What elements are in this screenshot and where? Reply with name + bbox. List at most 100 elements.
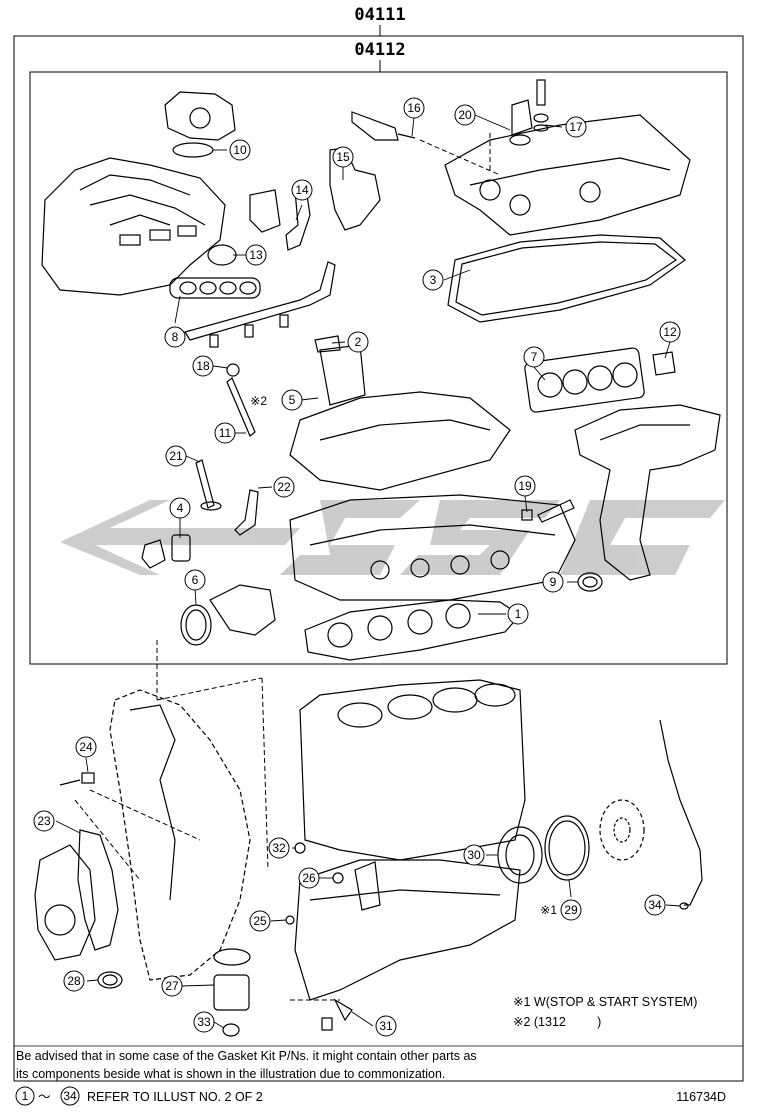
callout-number: 13 (249, 248, 263, 262)
callout-circle (523, 346, 545, 368)
callout-number: 8 (172, 330, 179, 344)
callout-34: 34 (644, 894, 666, 916)
callout-circle (193, 1011, 215, 1033)
callout-number: 24 (79, 740, 93, 754)
callout-circle (332, 146, 354, 168)
callout-number: 9 (550, 575, 557, 589)
callout-2: 2 (347, 331, 369, 353)
callout-number: 15 (336, 150, 350, 164)
marker-note1: ※1 (540, 903, 557, 917)
callout-3: 3 (422, 269, 444, 291)
callout-circle (245, 244, 267, 266)
range-separator: 〜 (38, 1090, 51, 1104)
callout-circle (63, 970, 85, 992)
callout-number: 19 (518, 479, 532, 493)
callout-circle (347, 331, 369, 353)
legend-note-2: ※2 (1312 ) (513, 1015, 601, 1029)
callout-circle (169, 497, 191, 519)
callout-number: 18 (196, 359, 210, 373)
callout-circle (281, 389, 303, 411)
callout-12: 12 (659, 321, 681, 343)
legend-note-1: ※1 W(STOP & START SYSTEM) (513, 995, 697, 1009)
callout-number: 5 (289, 393, 296, 407)
callout-5: 5 (281, 389, 303, 411)
kit-code-inner: 04112 (354, 40, 405, 60)
callout-number: 27 (165, 979, 179, 993)
callout-circle (268, 837, 290, 859)
callout-circle (249, 910, 271, 932)
callout-circle (75, 736, 97, 758)
callout-number: 31 (379, 1019, 393, 1033)
callout-circle (463, 844, 485, 866)
callout-number: 20 (458, 108, 472, 122)
callout-30: 30 (463, 844, 485, 866)
callout-17: 17 (565, 116, 587, 138)
callout-21: 21 (165, 445, 187, 467)
callout-number: 7 (531, 350, 538, 364)
callout-31: 31 (375, 1015, 397, 1037)
callout-20: 20 (454, 104, 476, 126)
callout-1: 1 (507, 603, 529, 625)
callout-circle (192, 355, 214, 377)
callout-6: 6 (184, 569, 206, 591)
leader-lines (55, 114, 681, 1029)
callout-16: 16 (403, 97, 425, 119)
callout-7: 7 (523, 346, 545, 368)
callout-number: 14 (295, 183, 309, 197)
callout-circle (565, 116, 587, 138)
callout-number: 23 (37, 814, 51, 828)
callout-number: 26 (302, 871, 316, 885)
callout-number: 3 (430, 273, 437, 287)
callout-32: 32 (268, 837, 290, 859)
callout-circle (542, 571, 564, 593)
callout-24: 24 (75, 736, 97, 758)
callout-19: 19 (514, 475, 536, 497)
callout-13: 13 (245, 244, 267, 266)
callout-27: 27 (161, 975, 183, 997)
callout-10: 10 (229, 139, 251, 161)
callout-circle (164, 326, 186, 348)
callout-29: 29 (560, 899, 582, 921)
callout-layer: 1234567891011121314151617181920212223242… (33, 97, 681, 1037)
callout-circle (161, 975, 183, 997)
callout-circle (514, 475, 536, 497)
callout-number: 4 (177, 501, 184, 515)
callout-circle (214, 422, 236, 444)
refer-text: REFER TO ILLUST NO. 2 OF 2 (87, 1090, 263, 1104)
range-start-number: 1 (22, 1089, 29, 1103)
callout-number: 6 (192, 573, 199, 587)
advisory-line-2: its components beside what is shown in t… (16, 1067, 445, 1081)
callout-circle (229, 139, 251, 161)
callout-number: 12 (663, 325, 677, 339)
callout-4: 4 (169, 497, 191, 519)
callout-23: 23 (33, 810, 55, 832)
callout-18: 18 (192, 355, 214, 377)
callout-number: 21 (169, 449, 183, 463)
callout-number: 29 (564, 903, 578, 917)
kit-code-outer: 04111 (354, 5, 405, 25)
callout-number: 1 (515, 607, 522, 621)
callout-number: 2 (355, 335, 362, 349)
callout-number: 30 (467, 848, 481, 862)
dashed-leaders (74, 130, 501, 1001)
callout-number: 11 (219, 426, 232, 440)
callout-number: 32 (272, 841, 286, 855)
part-artwork (34, 79, 721, 1037)
callout-25: 25 (249, 910, 271, 932)
callout-circle (659, 321, 681, 343)
callout-number: 33 (197, 1015, 211, 1029)
callout-circle (422, 269, 444, 291)
callout-circle (165, 445, 187, 467)
callout-number: 16 (407, 101, 421, 115)
callout-9: 9 (542, 571, 564, 593)
callout-number: 28 (67, 974, 81, 988)
callout-26: 26 (298, 867, 320, 889)
callout-circle (33, 810, 55, 832)
callout-circle (560, 899, 582, 921)
callout-circle (298, 867, 320, 889)
callout-circle (644, 894, 666, 916)
callout-circle (273, 476, 295, 498)
range-end-number: 34 (63, 1089, 77, 1103)
refer-range: 1 〜 34 REFER TO ILLUST NO. 2 OF 2 (15, 1086, 263, 1106)
callout-circle (403, 97, 425, 119)
